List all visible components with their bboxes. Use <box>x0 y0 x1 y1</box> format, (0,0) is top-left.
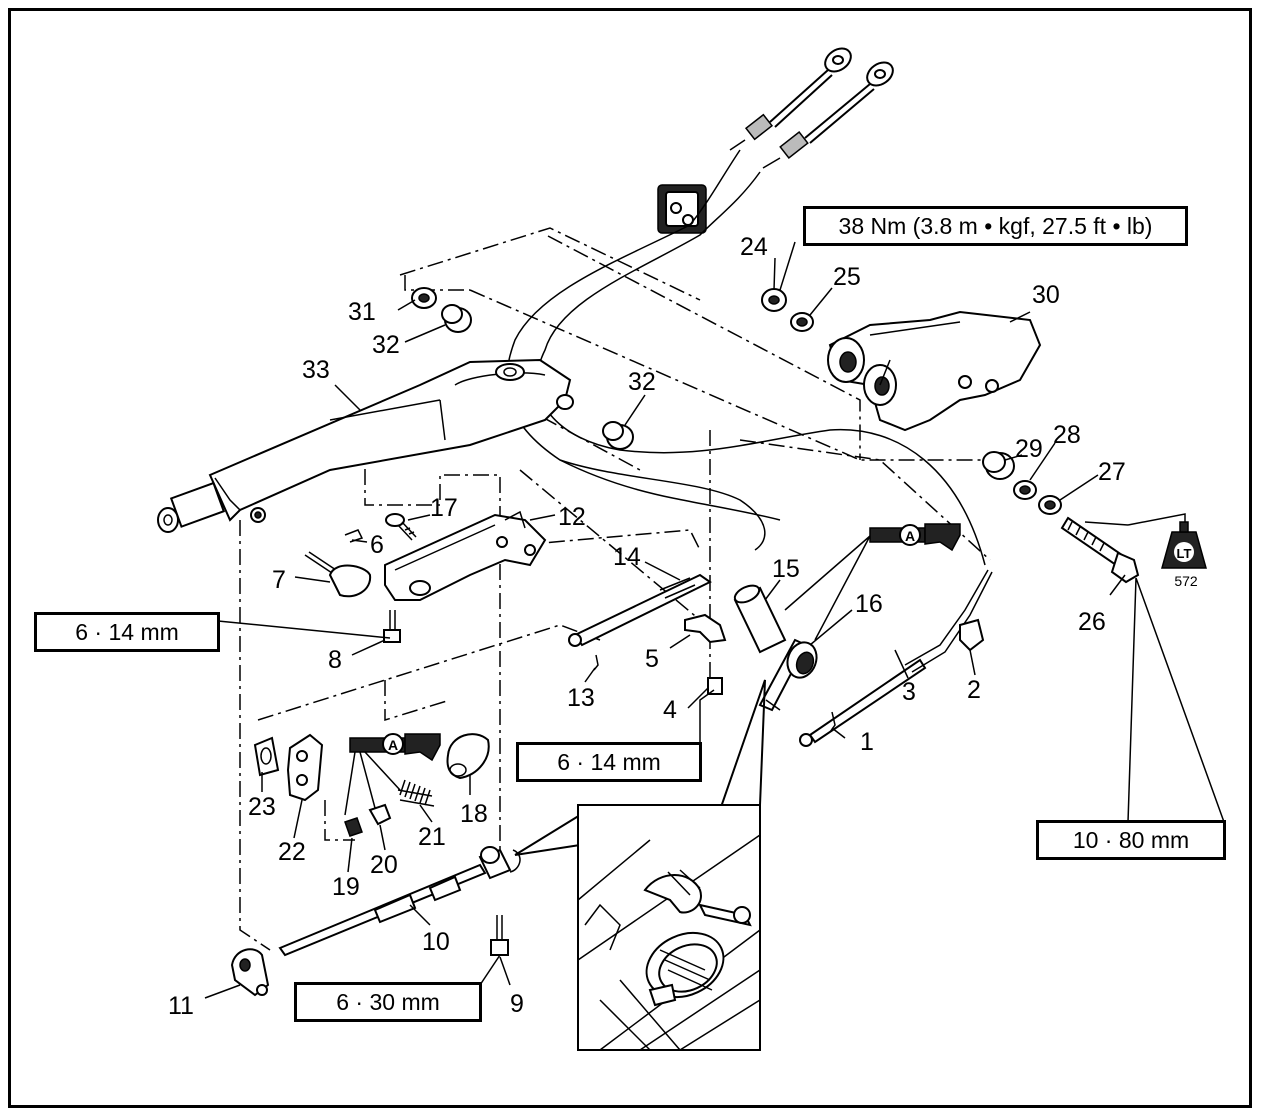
callout-25: 25 <box>833 263 861 291</box>
spring-21 <box>397 779 435 807</box>
screw-17 <box>385 513 417 541</box>
callout-32-upper: 32 <box>372 331 400 359</box>
control-cables <box>505 149 986 566</box>
bushing-32-lower <box>602 421 634 450</box>
bushing-29 <box>982 451 1015 480</box>
grease-leader-lower <box>344 751 401 816</box>
grease-gun-icon: A <box>869 523 961 552</box>
callout-13: 13 <box>567 684 595 712</box>
loctite-label: LT <box>1177 546 1192 561</box>
callout-3: 3 <box>902 678 916 706</box>
callout-32-lower: 32 <box>628 368 656 396</box>
callout-29: 29 <box>1015 435 1043 463</box>
callout-15: 15 <box>772 555 800 583</box>
cable-3 <box>799 569 993 747</box>
callout-numbers: 1 2 3 4 5 6 7 8 9 10 11 12 13 14 15 16 1… <box>168 233 1126 1020</box>
callout-5: 5 <box>645 645 659 673</box>
callout-18: 18 <box>460 800 488 828</box>
part-11-cable-end <box>230 948 270 997</box>
callout-7: 7 <box>272 566 286 594</box>
washer-25 <box>790 312 814 332</box>
callout-26: 26 <box>1078 608 1106 636</box>
callout-19: 19 <box>332 873 360 901</box>
callout-24: 24 <box>740 233 768 261</box>
callout-10: 10 <box>422 928 450 956</box>
callout-20: 20 <box>370 851 398 879</box>
knob-7 <box>304 551 372 598</box>
part-23-gasket <box>253 736 280 777</box>
bolt-9-size-box: 6 · 30 mm <box>294 982 482 1022</box>
callout-23: 23 <box>248 793 276 821</box>
grease-marker-a-upper: A <box>905 528 915 544</box>
cable-grommet <box>657 184 707 234</box>
callout-27: 27 <box>1098 458 1126 486</box>
grease-leader-upper <box>784 535 871 641</box>
bolt-8-size-box: 6 · 14 mm <box>34 612 220 652</box>
callout-11: 11 <box>168 992 194 1020</box>
part-19 <box>344 817 363 837</box>
cable-10 <box>278 846 521 957</box>
clip-5 <box>684 613 727 644</box>
washer-31 <box>411 287 437 309</box>
nut-24 <box>761 288 787 312</box>
bushing-32-upper <box>441 304 472 333</box>
callout-14: 14 <box>613 543 641 571</box>
washer-27 <box>1038 495 1062 515</box>
callout-6: 6 <box>370 531 384 559</box>
callout-22: 22 <box>278 838 306 866</box>
grease-gun-icon: A <box>349 733 441 762</box>
pin-15 <box>733 584 787 654</box>
torque-spec-box: 38 Nm (3.8 m • kgf, 27.5 ft • lb) <box>803 206 1188 246</box>
part-18-cap <box>446 733 490 780</box>
part-30-bracket <box>827 310 1042 432</box>
callout-33: 33 <box>302 356 330 384</box>
part-33-remote-arm <box>157 358 574 533</box>
callout-31: 31 <box>348 298 376 326</box>
loctite-bottle-icon: LT 572 <box>1161 521 1207 589</box>
diagram-frame <box>8 8 1252 1108</box>
grease-marker-a-lower: A <box>388 737 398 753</box>
callout-28: 28 <box>1053 421 1081 449</box>
bolt-26-size-box: 10 · 80 mm <box>1036 820 1226 860</box>
callout-21: 21 <box>418 823 446 851</box>
callout-8: 8 <box>328 646 342 674</box>
callout-1: 1 <box>860 728 874 756</box>
detail-inset <box>514 679 766 1051</box>
rod-14 <box>568 573 712 647</box>
lever-16 <box>758 638 818 712</box>
callout-leaders <box>204 257 1126 999</box>
part-20 <box>368 803 392 826</box>
callout-4: 4 <box>663 696 677 724</box>
callout-2: 2 <box>967 676 981 704</box>
callout-30: 30 <box>1032 281 1060 309</box>
washer-28 <box>1013 480 1037 500</box>
bolt-9 <box>490 915 509 956</box>
top-rod-ends <box>729 47 894 169</box>
callout-9: 9 <box>510 990 524 1018</box>
callout-16: 16 <box>855 590 883 618</box>
callout-12: 12 <box>558 503 586 531</box>
part-22-plate <box>286 733 324 802</box>
bolt-4 <box>707 677 723 695</box>
bolt-4-size-box: 6 · 14 mm <box>516 742 702 782</box>
pin-1 <box>829 711 836 733</box>
bolt-26 <box>1060 516 1140 584</box>
loctite-number: 572 <box>1174 573 1198 589</box>
clip-2 <box>959 618 985 652</box>
spec-leaders <box>217 241 1225 986</box>
callout-17: 17 <box>430 494 458 522</box>
part-12-bracket <box>384 510 547 601</box>
